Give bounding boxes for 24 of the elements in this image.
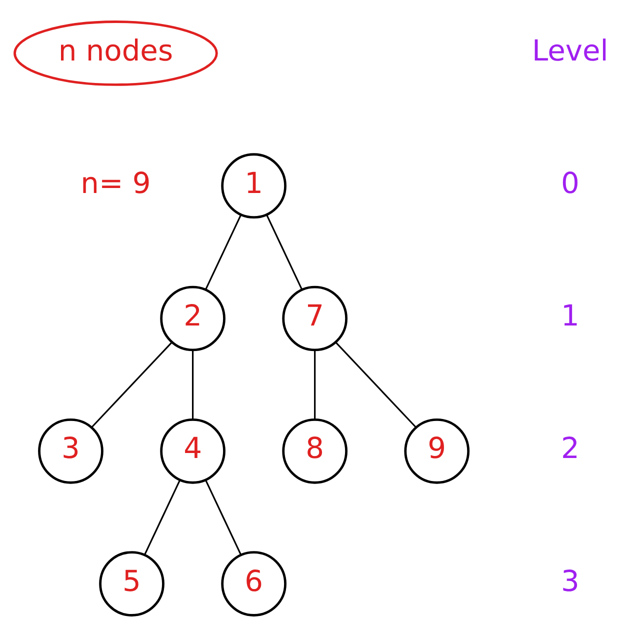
connector — [144, 479, 181, 554]
label: Level — [532, 32, 608, 67]
node-circle: 6 — [221, 550, 286, 616]
node-ellipse: n nodes — [14, 20, 218, 86]
node-circle: 5 — [99, 550, 164, 616]
connector — [266, 214, 302, 289]
node-circle: 7 — [282, 285, 348, 351]
connector — [192, 350, 194, 419]
label: 2 — [560, 430, 580, 465]
label: 3 — [560, 563, 580, 598]
node-circle: 2 — [160, 285, 226, 351]
node-circle: 8 — [282, 418, 348, 484]
node-circle: 3 — [38, 418, 104, 484]
connector — [91, 342, 172, 428]
node-circle: 4 — [160, 418, 226, 484]
label: n= 9 — [80, 165, 151, 200]
label: 1 — [560, 298, 580, 332]
connector — [336, 342, 416, 428]
connector — [205, 479, 242, 554]
node-circle: 1 — [221, 152, 286, 218]
connector — [205, 214, 242, 289]
node-circle: 9 — [404, 418, 470, 484]
connector — [314, 350, 316, 419]
label: 0 — [560, 165, 580, 200]
